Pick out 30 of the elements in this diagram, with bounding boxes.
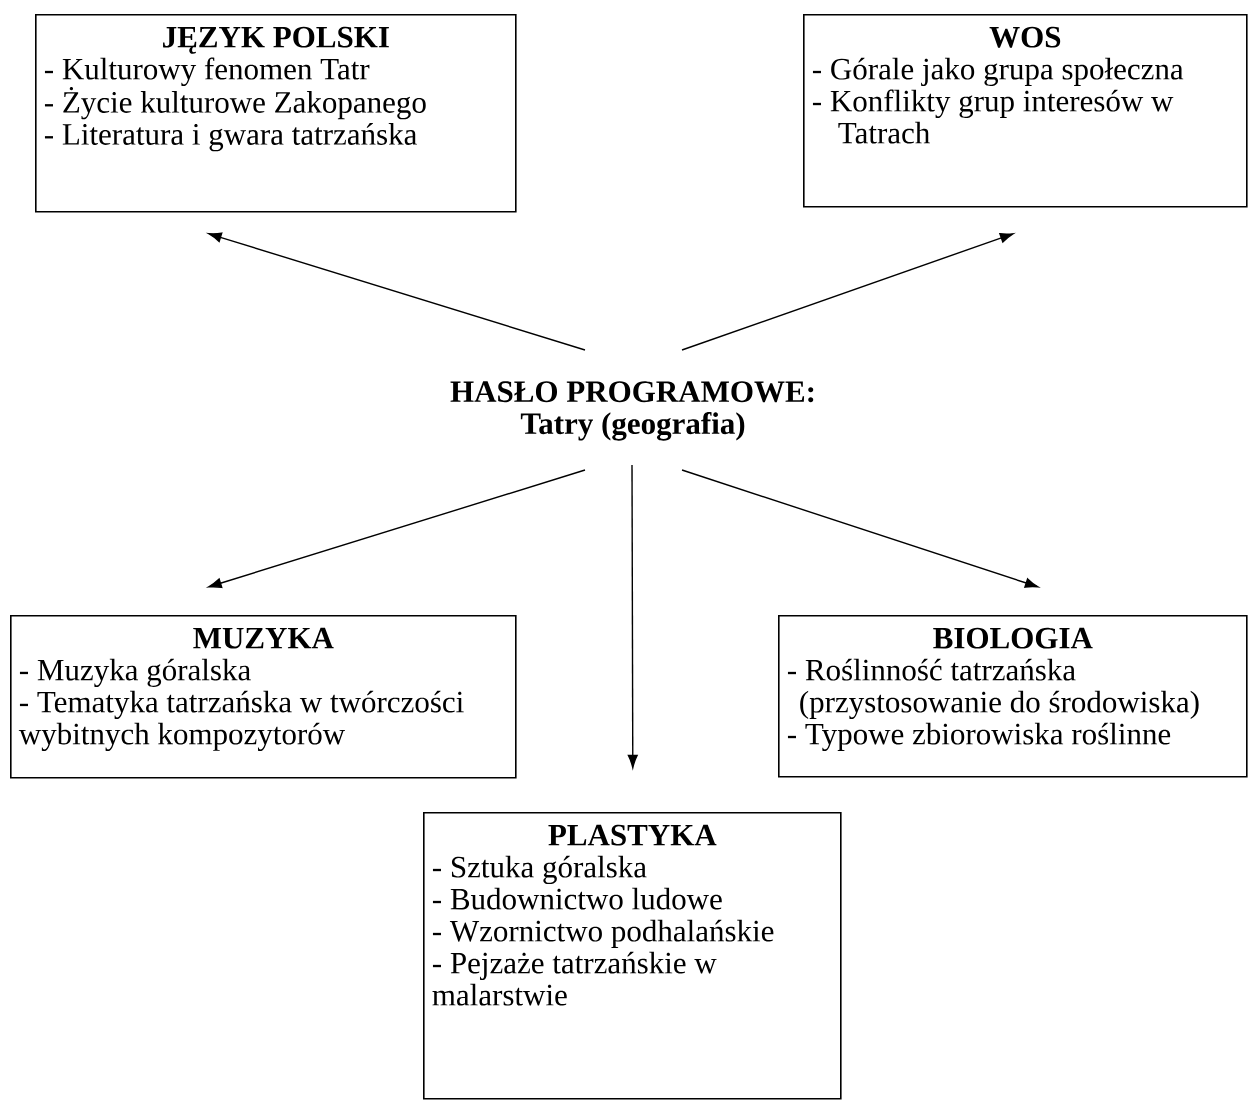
arrow	[627, 464, 638, 769]
topic-item: - Tematyka tatrzańska w twórczości wybitnych kompozytorów	[18, 690, 464, 751]
topic-item: - Kulturowy fenomen Tatr	[44, 57, 370, 86]
subject-box	[778, 615, 1248, 778]
arrow	[208, 232, 586, 351]
subject-heading: JĘZYK POLSKI	[163, 26, 389, 54]
arrow	[681, 233, 1014, 351]
arrow	[681, 469, 1039, 588]
subject-heading: MUZYKA	[193, 627, 334, 649]
topic-item: - Muzyka góralska	[19, 658, 251, 687]
subject-box	[10, 615, 517, 779]
topic-title: Tatry (geografia)	[520, 412, 745, 441]
arrow	[208, 469, 586, 589]
subject-heading: PLASTYKA	[548, 824, 717, 846]
topic-item: - Budownictwo ludowe	[432, 887, 722, 910]
subject-box	[803, 14, 1248, 208]
topic-item: - Wzornictwo podhalańskie	[432, 919, 774, 948]
topic-item: - Literatura i gwara tatrzańska	[44, 123, 417, 152]
topic-item: - Konflikty grup interesów w Tatrach	[812, 89, 1174, 144]
topic-item: - Roślinność tatrzańska (przystosowanie do środowiska)	[787, 658, 1199, 719]
topic-item: - Górale jako grupa społeczna	[812, 57, 1184, 86]
subject-box	[35, 14, 517, 213]
topic-item: - Sztuka góralska	[432, 855, 647, 884]
topic-item: - Typowe zbiorowiska roślinne	[787, 722, 1171, 751]
subject-heading: WOS	[989, 26, 1061, 48]
topic-item: - Pejzaże tatrzańskie w malarstwie	[432, 951, 717, 1006]
subject-heading: BIOLOGIA	[933, 627, 1093, 649]
topic-item: - Życie kulturowe Zakopanego	[44, 87, 426, 120]
topic-title: HASŁO PROGRAMOWE:	[450, 381, 814, 403]
subject-box	[423, 812, 842, 1100]
